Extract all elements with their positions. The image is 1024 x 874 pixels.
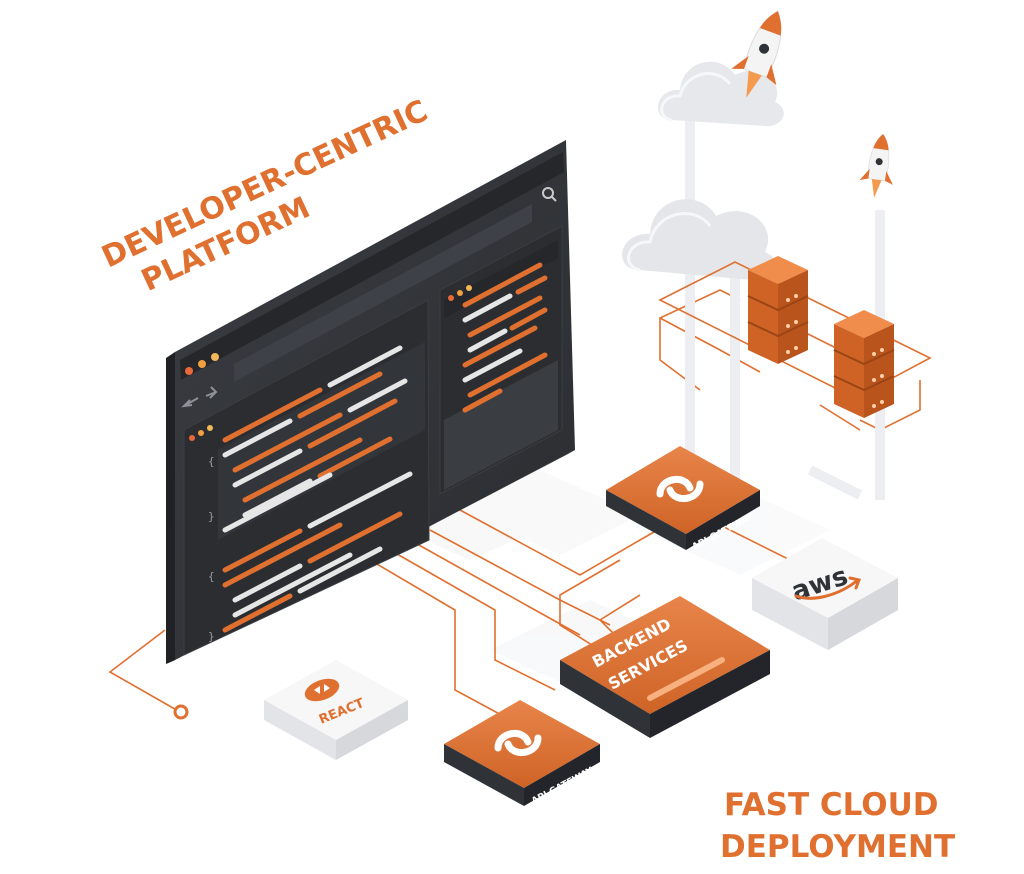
aws-smile-icon [794, 576, 862, 600]
rocket-icon [859, 133, 893, 198]
window-minimize-dot[interactable] [198, 360, 206, 368]
code-lines-right [462, 262, 548, 413]
api-gateway-node-top[interactable]: API GATEWAY [606, 446, 760, 553]
aws-node[interactable]: aws [752, 538, 898, 650]
react-icon [304, 678, 340, 702]
back-arrow-icon[interactable] [181, 397, 199, 408]
svg-text:{: { [208, 455, 215, 468]
headline-right-line-2: DEPLOYMENT [720, 829, 955, 865]
svg-text:{: { [208, 570, 215, 583]
code-brackets-left: {} {} [208, 455, 215, 643]
search-icon[interactable] [542, 187, 557, 202]
server-stack-icon [833, 310, 895, 418]
api-gateway-node-bottom[interactable]: API GATEWAY [444, 700, 600, 807]
cloud-platform [658, 261, 932, 399]
window-close-dot[interactable] [185, 367, 193, 375]
forward-arrow-icon[interactable] [205, 386, 218, 399]
url-bar[interactable] [234, 204, 532, 382]
svg-text:}: } [208, 630, 215, 643]
headline-fast-cloud: FAST CLOUD DEPLOYMENT [720, 787, 955, 865]
connector-endpoint [173, 704, 189, 720]
api-gateway-icon [656, 476, 704, 502]
backend-services-node[interactable]: BACKEND SERVICES [560, 596, 770, 738]
connector-lines [108, 289, 921, 726]
svg-text:}: } [208, 510, 215, 523]
api-gateway-icon [494, 730, 542, 756]
code-editor-window: {} {} [166, 140, 575, 664]
backend-progress-bar [647, 657, 725, 701]
window-maximize-dot[interactable] [211, 353, 219, 361]
headline-right-line-1: FAST CLOUD [724, 787, 939, 823]
code-lines-left [222, 345, 413, 633]
server-stack-icon [747, 256, 809, 364]
cloud-icon [622, 199, 777, 281]
rocket-icon [731, 10, 782, 98]
react-node[interactable]: REACT [264, 660, 408, 760]
